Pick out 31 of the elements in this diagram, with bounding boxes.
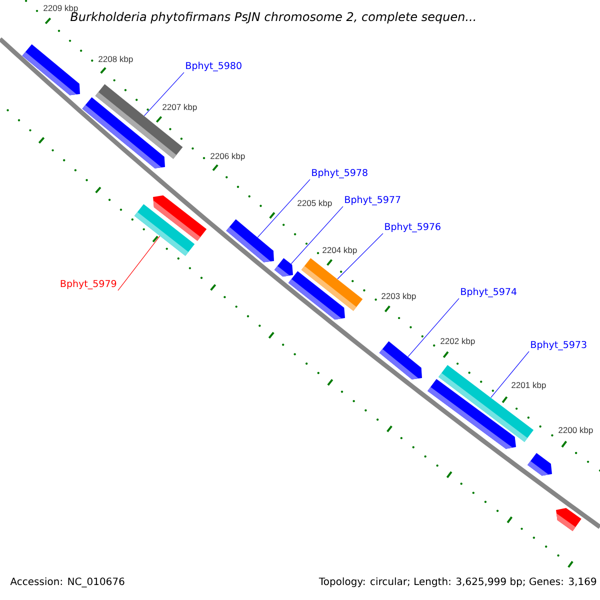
gene-block	[379, 341, 422, 380]
gene-label: Bphyt_5978	[312, 168, 368, 178]
tick-label: 2203 kbp	[382, 292, 416, 301]
title: Burkholderia phytofirmans PsJN chromosome 2, complete sequen...	[70, 12, 476, 24]
leader-line	[290, 206, 344, 264]
gene-block	[226, 219, 274, 262]
gene-label: Bphyt_5974	[461, 288, 517, 298]
tick-label: 2207 kbp	[162, 104, 197, 112]
tick-label: 2201 kbp	[512, 382, 546, 390]
leader-line	[337, 233, 384, 280]
tick-label: 2202 kbp	[440, 338, 475, 346]
gene-bar	[301, 258, 363, 311]
leader-line	[490, 351, 530, 398]
gene-block	[274, 258, 293, 277]
gene-label: Bphyt_5973	[531, 340, 586, 350]
gene-bar	[438, 365, 534, 442]
gene-label: Bphyt_5979	[60, 280, 116, 290]
tick-label: 2209 kbp	[44, 4, 78, 13]
leader-line	[118, 236, 160, 291]
footer-text: Accession: NC_010676	[10, 577, 124, 588]
footer-text: Topology: circular; Length: 3,625,999 bp; Genes: 3,169	[318, 577, 596, 588]
gene-label: Bphyt_5976	[385, 222, 440, 232]
leader-line	[257, 179, 310, 238]
leader-line	[144, 72, 184, 116]
gene-label: Bphyt_5977	[345, 196, 400, 206]
gene-bar	[95, 84, 183, 159]
gene-label: Bphyt_5980	[186, 62, 242, 72]
tick-label: 2205 kbp	[298, 200, 332, 208]
gene-bar	[134, 204, 195, 256]
tick-label: 2206 kbp	[210, 152, 245, 161]
leader-line	[408, 298, 460, 357]
